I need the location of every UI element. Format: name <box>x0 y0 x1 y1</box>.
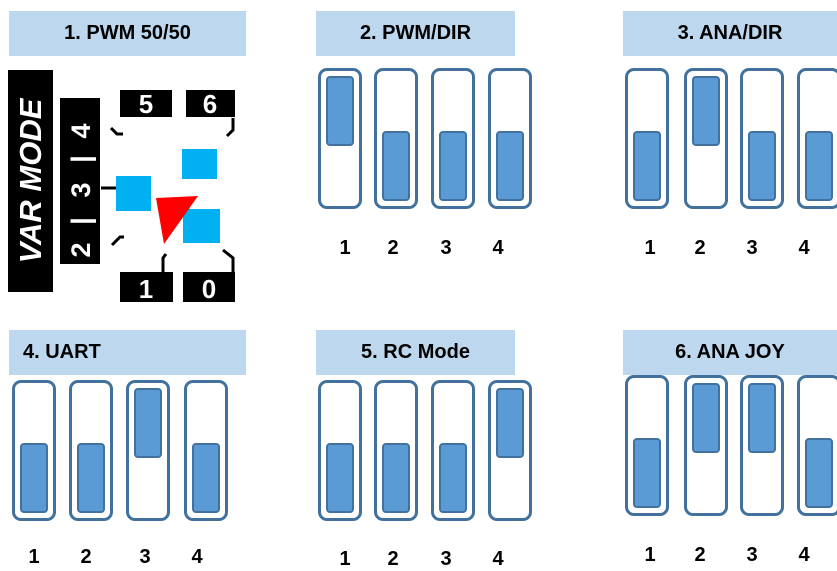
panel-title-3: 3. ANA/DIR <box>623 11 837 56</box>
switch-number: 3 <box>440 548 452 570</box>
dip-switch-5-1[interactable] <box>318 380 362 521</box>
dip-switch-bank-3 <box>625 68 837 209</box>
switch-knob <box>20 443 48 513</box>
mode-scale-4: 4 <box>66 123 96 138</box>
position-label-5-box <box>120 90 172 117</box>
dip-switch-2-3[interactable] <box>431 68 475 209</box>
rotor-pad-bottom-right <box>183 209 220 243</box>
position-label-1-box <box>120 272 173 302</box>
switch-number: 2 <box>80 546 92 568</box>
dip-switch-6-2[interactable] <box>684 375 728 516</box>
switch-knob <box>805 438 833 508</box>
switch-number: 1 <box>644 544 656 566</box>
dip-switch-3-2[interactable] <box>684 68 728 209</box>
switch-number: 4 <box>798 544 810 566</box>
switch-knob <box>805 131 833 201</box>
dip-switch-5-4[interactable] <box>488 380 532 521</box>
rotor-pointer <box>156 196 198 244</box>
position-tick-marks <box>101 118 235 272</box>
switch-number: 2 <box>694 237 706 259</box>
switch-knob <box>382 443 410 513</box>
dip-switch-6-4[interactable] <box>797 375 837 516</box>
dip-switch-6-3[interactable] <box>740 375 784 516</box>
dip-switch-6-1[interactable] <box>625 375 669 516</box>
dip-switch-4-1[interactable] <box>12 380 56 521</box>
panel-title-1: 1. PWM 50/50 <box>9 11 246 56</box>
switch-number: 2 <box>387 237 399 259</box>
switch-number: 1 <box>28 546 40 568</box>
switch-knob <box>134 388 162 458</box>
dip-switch-5-3[interactable] <box>431 380 475 521</box>
mode-scale-divider-upper: | <box>66 155 96 163</box>
dip-switch-bank-5 <box>318 380 532 521</box>
rotor-pad-left <box>116 176 151 211</box>
switch-number: 1 <box>339 237 351 259</box>
rotor-pad-top-right <box>182 149 217 179</box>
position-label-6-box <box>186 90 235 117</box>
switch-knob <box>382 131 410 201</box>
panel-title-2: 2. PWM/DIR <box>316 11 515 56</box>
switch-number: 3 <box>440 237 452 259</box>
switch-knob <box>439 443 467 513</box>
position-label-5: 5 <box>139 89 153 119</box>
position-label-6: 6 <box>203 89 217 119</box>
mode-scale-3: 3 <box>66 182 96 197</box>
dip-switch-bank-6 <box>625 375 837 516</box>
dip-switch-3-3[interactable] <box>740 68 784 209</box>
var-mode-label-box <box>8 70 53 292</box>
panel-title-4: 4. UART <box>9 330 246 375</box>
mode-scale-box <box>60 98 100 264</box>
switch-number: 1 <box>644 237 656 259</box>
switch-knob <box>633 438 661 508</box>
switch-knob <box>77 443 105 513</box>
switch-knob <box>692 383 720 453</box>
dip-switch-2-1[interactable] <box>318 68 362 209</box>
switch-number: 4 <box>492 548 504 570</box>
switch-number: 3 <box>746 544 758 566</box>
dip-switch-2-4[interactable] <box>488 68 532 209</box>
switch-knob <box>748 383 776 453</box>
switch-knob <box>326 76 354 146</box>
switch-number: 4 <box>191 546 203 568</box>
switch-knob <box>496 131 524 201</box>
switch-number: 2 <box>694 544 706 566</box>
switch-knob <box>192 443 220 513</box>
switch-knob <box>633 131 661 201</box>
var-mode-label: VAR MODE <box>13 97 48 263</box>
switch-number: 4 <box>492 237 504 259</box>
switch-number: 1 <box>339 548 351 570</box>
switch-number: 4 <box>798 237 810 259</box>
switch-knob <box>326 443 354 513</box>
dip-switch-bank-4 <box>12 380 237 521</box>
position-label-1: 1 <box>139 274 153 304</box>
switch-knob <box>439 131 467 201</box>
switch-knob <box>496 388 524 458</box>
switch-number: 3 <box>139 546 151 568</box>
panel-title-6: 6. ANA JOY <box>623 330 837 375</box>
dip-switch-4-3[interactable] <box>126 380 170 521</box>
dip-switch-4-2[interactable] <box>69 380 113 521</box>
var-mode-selector-diagram: VAR MODE 4 | 3 | 2 5 6 1 0 <box>8 70 243 305</box>
position-label-0-box <box>183 272 235 302</box>
panel-title-5: 5. RC Mode <box>316 330 515 375</box>
dip-switch-3-1[interactable] <box>625 68 669 209</box>
dip-switch-4-4[interactable] <box>184 380 228 521</box>
switch-knob <box>692 76 720 146</box>
switch-number: 2 <box>387 548 399 570</box>
dip-switch-3-4[interactable] <box>797 68 837 209</box>
position-label-0: 0 <box>202 274 216 304</box>
dip-switch-bank-2 <box>318 68 532 209</box>
mode-scale-divider-lower: | <box>66 217 96 225</box>
dip-switch-5-2[interactable] <box>374 380 418 521</box>
switch-knob <box>748 131 776 201</box>
switch-number: 3 <box>746 237 758 259</box>
dip-switch-2-2[interactable] <box>374 68 418 209</box>
mode-scale-2: 2 <box>66 242 96 257</box>
